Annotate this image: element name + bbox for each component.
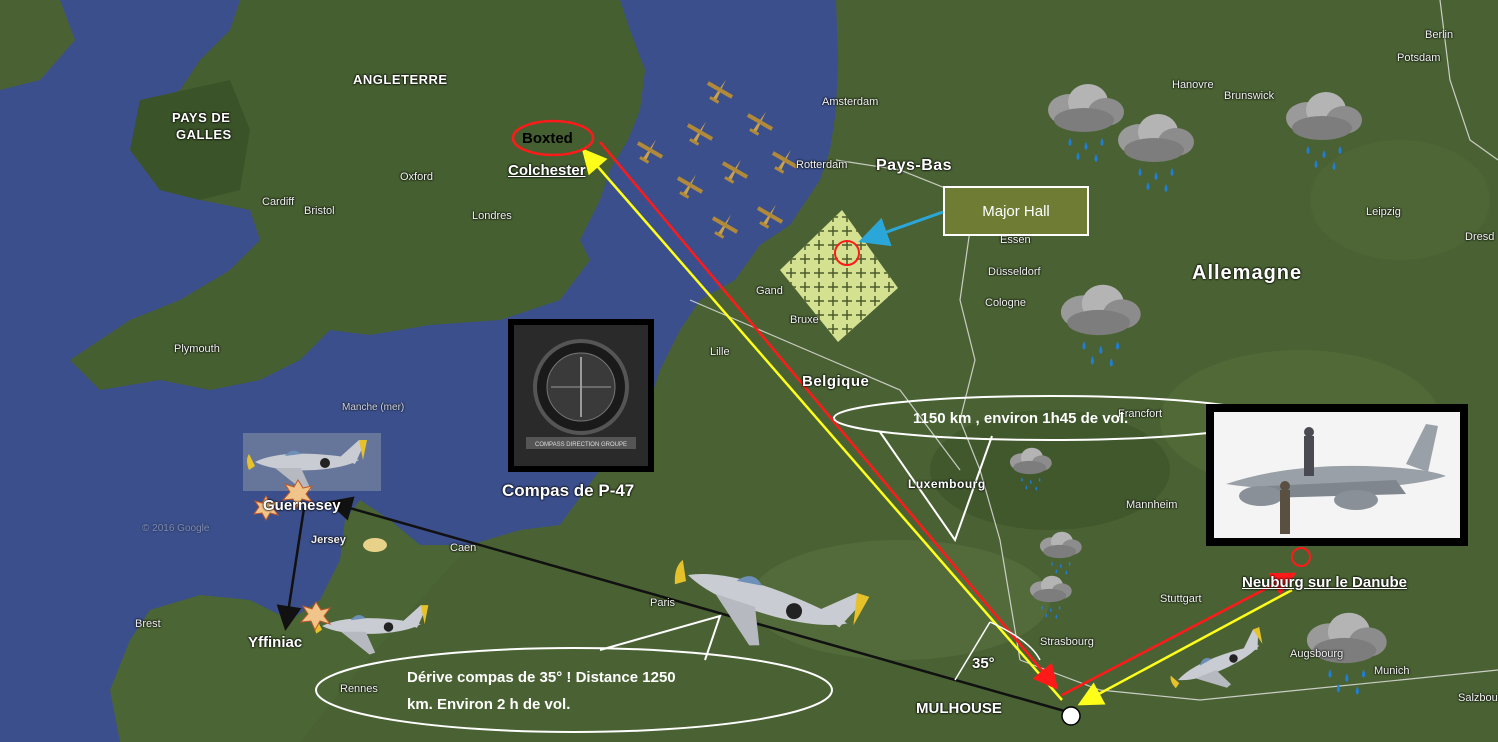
boxted-marker: [511, 119, 595, 157]
city-jersey: Jersey: [311, 534, 346, 546]
city-salzbourg: Salzbou: [1458, 692, 1498, 704]
continent-land: [300, 0, 1498, 742]
derive-text-1: Dérive compas de 35° ! Distance 1250: [407, 669, 676, 686]
city-cardiff: Cardiff: [262, 196, 295, 208]
country-angleterre: ANGLETERRE: [353, 72, 448, 87]
city-caen: Caen: [450, 542, 477, 554]
city-bruxelles: Bruxe: [790, 314, 819, 326]
derive-text-2: km. Environ 2 h de vol.: [407, 696, 571, 713]
city-brunswick: Brunswick: [1224, 90, 1275, 102]
route-yellow-to-boxted: [581, 148, 1063, 701]
city-essen: Essen: [1000, 234, 1031, 246]
city-paris: Paris: [650, 597, 676, 609]
route-yellow-from-neuburg: [1077, 588, 1293, 706]
yffiniac-label: Yffiniac: [248, 634, 303, 651]
city-berlin: Berlin: [1425, 29, 1454, 41]
city-rotterdam: Rotterdam: [796, 159, 848, 171]
city-mannheim: Mannheim: [1126, 499, 1178, 511]
city-strasbourg: Strasbourg: [1040, 636, 1094, 648]
mulhouse-marker: [1061, 706, 1081, 726]
city-brest: Brest: [135, 618, 161, 630]
city-gand: Gand: [756, 285, 783, 297]
country-belgique: Belgique: [802, 373, 870, 390]
angle-arc: [989, 621, 1041, 661]
route-red-to-mulhouse: [599, 141, 1059, 690]
city-rennes: Rennes: [340, 683, 378, 695]
country-pays-de-galles-1: PAYS DE: [172, 110, 231, 125]
city-potsdam: Potsdam: [1397, 52, 1441, 64]
colchester-label: Colchester: [508, 162, 586, 179]
city-cologne: Cologne: [985, 297, 1026, 309]
city-munich: Munich: [1374, 665, 1410, 677]
route-red-to-neuburg: [1061, 572, 1297, 697]
compass-photo: COMPASS DIRECTION GROUPE: [508, 319, 654, 472]
sea-label: Manche (mer): [342, 402, 405, 413]
wales-land: [130, 80, 250, 200]
city-stuttgart: Stuttgart: [1160, 593, 1202, 605]
ireland-land: [0, 0, 75, 90]
city-lille: Lille: [710, 346, 730, 358]
major-hall-pointer: [858, 210, 944, 247]
city-plymouth: Plymouth: [174, 343, 220, 355]
city-leipzig: Leipzig: [1366, 206, 1401, 218]
country-luxembourg: Luxembourg: [908, 477, 986, 491]
city-francfort: Francfort: [1118, 408, 1163, 420]
border-line: [1439, 0, 1498, 161]
border-line: [835, 159, 1021, 661]
me262-photo: [1206, 404, 1468, 546]
angle-label: 35°: [972, 655, 995, 672]
guernesey-label: Guernesey: [263, 497, 341, 514]
boxted-label: Boxted: [522, 130, 573, 147]
neuburg-marker: [1291, 547, 1311, 567]
angle-arc-line: [954, 621, 991, 681]
city-londres: Londres: [472, 210, 512, 222]
city-amsterdam: Amsterdam: [822, 96, 879, 108]
compass-caption: Compas de P-47: [502, 481, 635, 500]
major-hall-marker: [834, 240, 860, 266]
country-pays-bas: Pays-Bas: [876, 157, 953, 174]
explosion-icon: [299, 601, 332, 632]
map-watermark: © 2016 Google: [142, 523, 210, 534]
neuburg-label: Neuburg sur le Danube: [1242, 574, 1408, 591]
explosion-icon: [281, 479, 314, 510]
compass-plate-text: COMPASS DIRECTION GROUPE: [535, 442, 627, 448]
country-pays-de-galles-2: GALLES: [176, 127, 232, 142]
explosion-icon: [252, 494, 280, 522]
route-black-to-guernesey: [327, 496, 1069, 714]
airfield-grid: [780, 210, 898, 342]
distance-north-text: 1150 km , environ 1h45 de vol.: [913, 410, 1129, 427]
route-black-to-yffiniac: [276, 507, 306, 631]
city-dresde: Dresd: [1465, 231, 1495, 243]
derive-bubble: [315, 614, 833, 733]
jersey-island-marker: [363, 538, 387, 552]
city-oxford: Oxford: [400, 171, 434, 183]
mulhouse-label: MULHOUSE: [916, 700, 1002, 717]
city-bristol: Bristol: [304, 205, 335, 217]
country-allemagne: Allemagne: [1192, 262, 1303, 284]
city-hanovre: Hanovre: [1172, 79, 1214, 91]
city-augsbourg: Augsbourg: [1290, 648, 1344, 660]
major-hall-callout: Major Hall: [943, 186, 1089, 236]
city-dusseldorf: Düsseldorf: [988, 266, 1041, 278]
